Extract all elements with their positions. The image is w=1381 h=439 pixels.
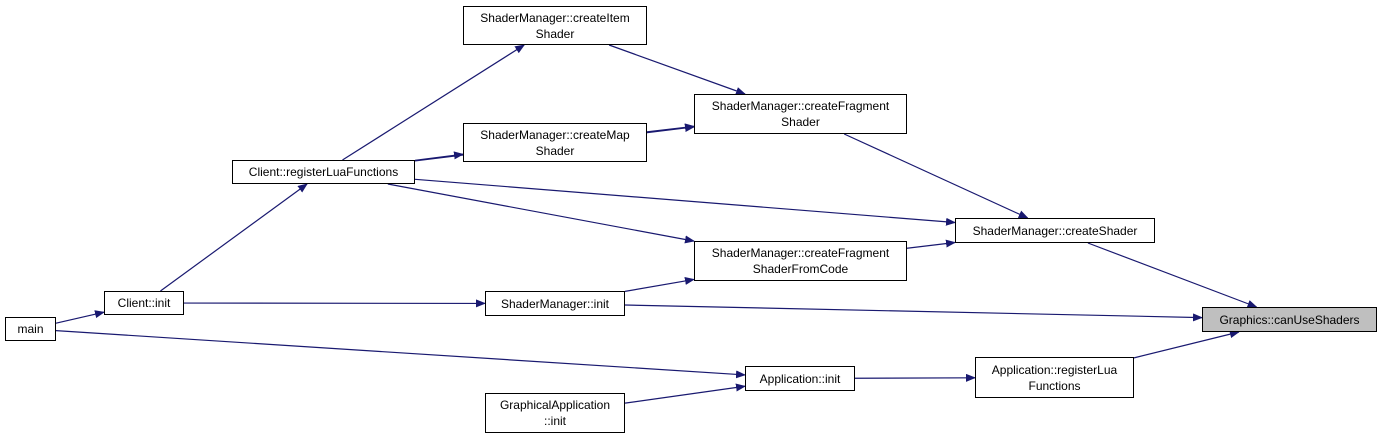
edge-app_register-to-graphics_can_use (1133, 330, 1240, 359)
edge-sm_create_map-to-sm_create_fragment (646, 123, 695, 133)
edge-sm_create_fragment-to-sm_create_shader (843, 133, 1029, 219)
node-application-init[interactable]: Application::init (745, 366, 855, 391)
edge-sm_create_fragment_code-to-sm_create_shader (906, 239, 956, 249)
node-label-line: ShaderManager::createFragment (711, 99, 890, 113)
node-label-line: Functions (1028, 378, 1081, 393)
node-label-line: GraphicalApplication (499, 398, 611, 412)
edge-sm_init-to-sm_create_fragment_code (624, 277, 695, 292)
node-label-line: ShaderManager::init (500, 296, 610, 311)
node-label-line: Shader (535, 26, 575, 41)
node-label-line: ShaderManager::createMap (480, 127, 630, 142)
edge-graphical_app_init-to-app_init (624, 383, 746, 404)
edge-main-to-client_init (55, 310, 105, 324)
edge-client_init-to-client_register (160, 183, 308, 292)
node-label-line: Shader (535, 143, 575, 158)
edge-client_register-to-sm_create_map (414, 151, 464, 161)
node-label-line: Graphics::canUseShaders (1219, 312, 1360, 327)
node-main[interactable]: main (5, 317, 56, 341)
node-label-line: Client::registerLuaFunctions (248, 165, 399, 179)
node-label-line: Application::registerLua (991, 362, 1118, 377)
node-label-line: ShaderManager::createShader (972, 223, 1138, 238)
node-label-line: Client::init (117, 296, 171, 310)
edge-client_register-to-sm_create_fragment_code (387, 183, 695, 244)
node-graphics-can-use-shaders[interactable]: Graphics::canUseShaders (1202, 307, 1377, 332)
node-label-line: ShaderManager::createFragment (711, 246, 890, 260)
node-label-line: Shader (781, 115, 820, 129)
edge-sm_create_shader-to-graphics_can_use (1087, 242, 1258, 308)
edge-sm_create_item-to-sm_create_fragment (608, 44, 746, 95)
node-label-line: ShaderFromCode (752, 262, 849, 276)
node-shader-manager-init[interactable]: ShaderManager::init (485, 291, 625, 316)
edge-sm_init-to-graphics_can_use (624, 304, 1203, 322)
node-client-init[interactable]: Client::init (104, 291, 184, 315)
node-client-register-lua-functions[interactable]: Client::registerLuaFunctions (232, 160, 415, 184)
node-shader-manager-create-shader[interactable]: ShaderManager::createShader (955, 218, 1155, 243)
node-label-line: ShaderManager::createItem (480, 10, 630, 25)
edge-client_register-to-sm_create_item (342, 44, 526, 161)
node-label-line: main (17, 322, 44, 336)
node-label-line: ::init (543, 414, 566, 428)
edge-main-to-app_init (55, 330, 746, 379)
node-label-line: Application::init (759, 371, 841, 386)
node-graphical-application-init[interactable]: GraphicalApplication::init (485, 393, 625, 433)
edge-client_register-to-sm_create_shader (414, 178, 956, 226)
